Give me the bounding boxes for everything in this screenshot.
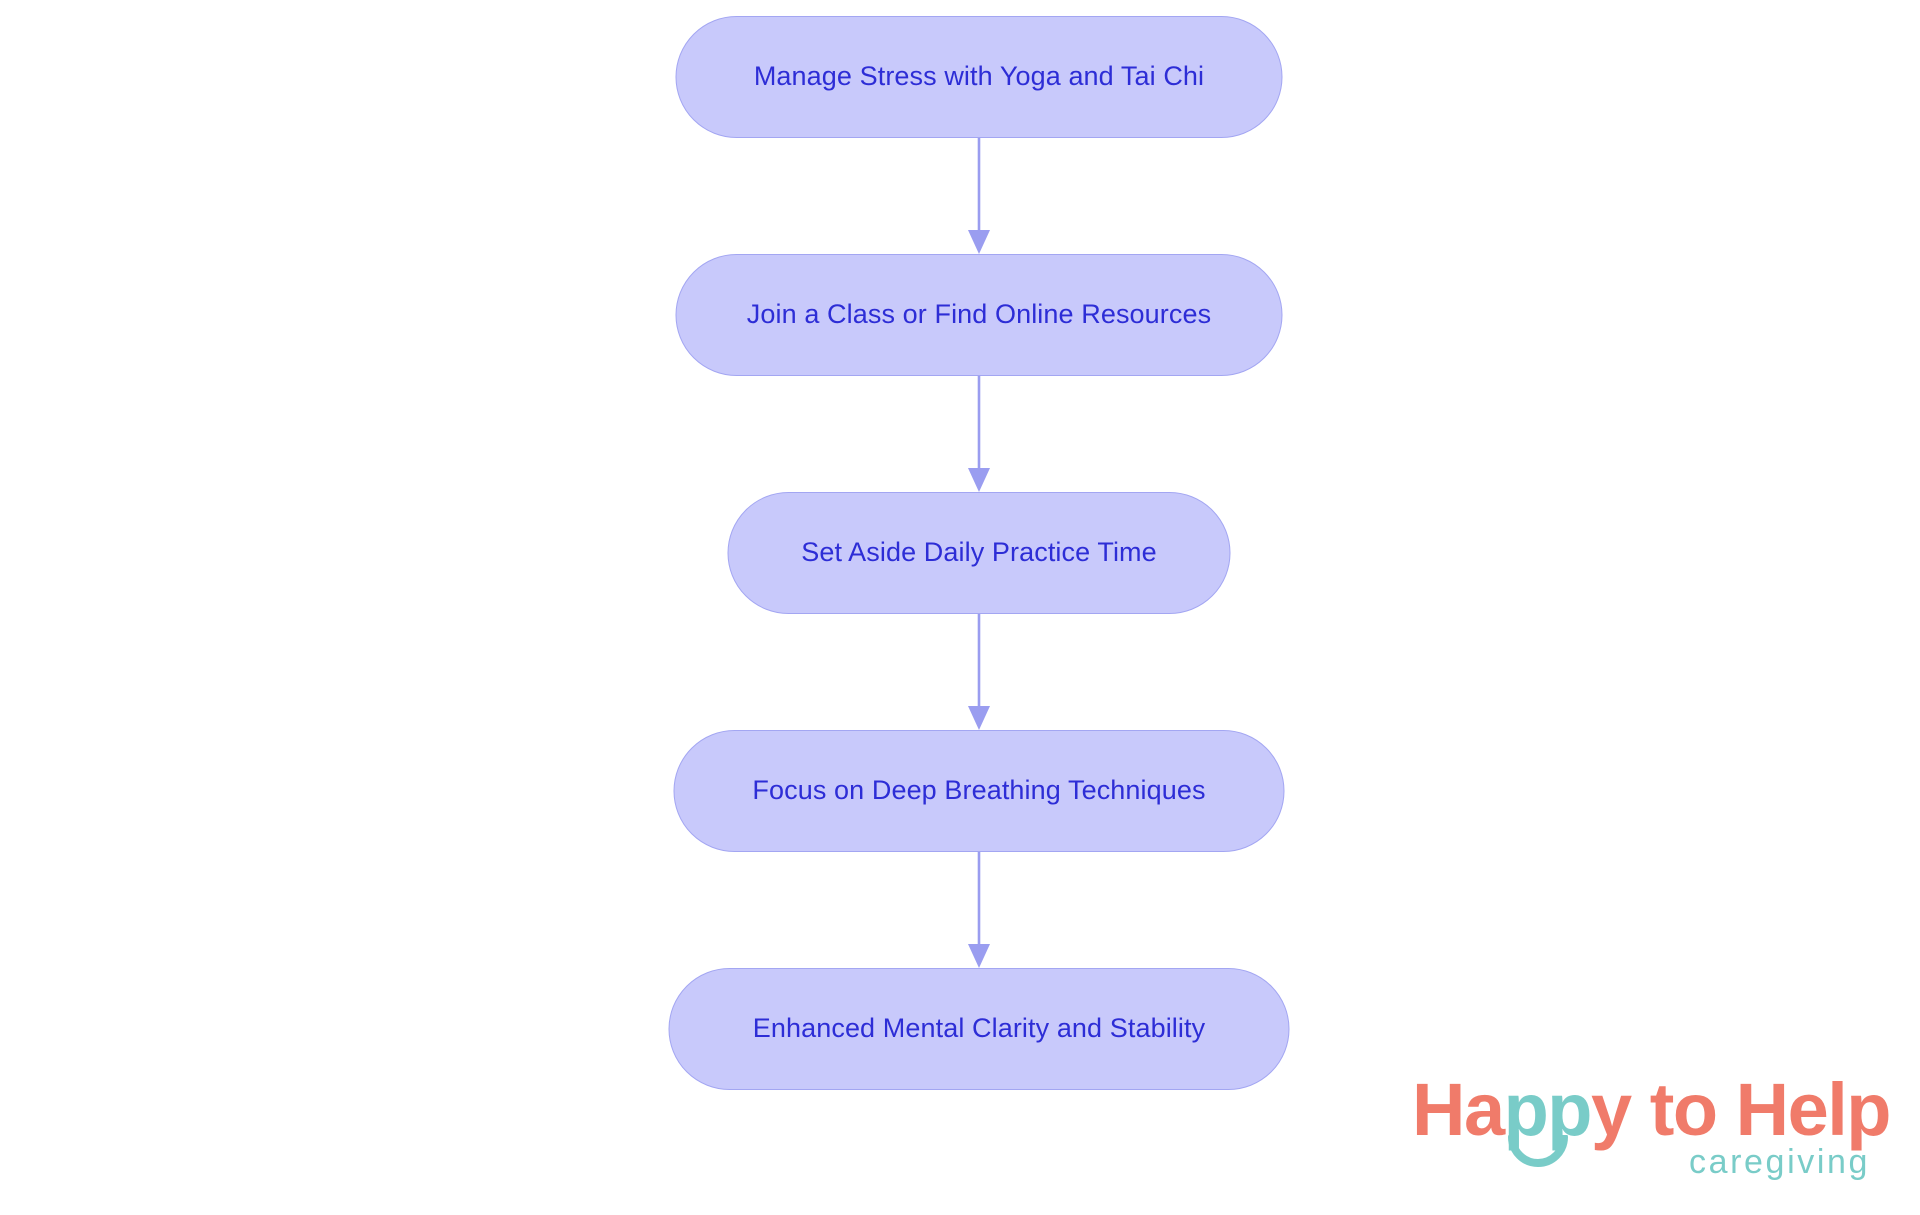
flowchart-diagram: Manage Stress with Yoga and Tai Chi Join… [668, 16, 1290, 1090]
flow-node-1[interactable]: Manage Stress with Yoga and Tai Chi [675, 16, 1283, 138]
logo-word-part-2: pp [1503, 1068, 1593, 1151]
logo-word-part-1: Ha [1412, 1068, 1505, 1151]
flow-edge-3-4 [959, 614, 999, 732]
flow-node-2[interactable]: Join a Class or Find Online Resources [675, 254, 1283, 376]
flow-node-5-label: Enhanced Mental Clarity and Stability [752, 1013, 1206, 1044]
brand-logo: Happy to Help caregiving [1412, 1073, 1891, 1193]
flow-edge-2-3 [959, 376, 999, 494]
flow-node-1-label: Manage Stress with Yoga and Tai Chi [753, 61, 1205, 92]
flow-node-2-label: Join a Class or Find Online Resources [746, 299, 1212, 330]
smile-icon [1507, 1133, 1569, 1169]
flow-node-4[interactable]: Focus on Deep Breathing Techniques [673, 730, 1285, 852]
flow-edge-4-5 [959, 852, 999, 970]
flow-node-3-label: Set Aside Daily Practice Time [801, 537, 1157, 568]
flow-node-4-label: Focus on Deep Breathing Techniques [752, 775, 1206, 806]
flow-edge-1-2 [959, 138, 999, 256]
logo-wordmark: Happy to Help [1412, 1073, 1891, 1147]
flow-node-3[interactable]: Set Aside Daily Practice Time [727, 492, 1231, 614]
logo-word-part-3: y to Help [1591, 1068, 1891, 1151]
logo-tagline: caregiving [1689, 1143, 1870, 1181]
flow-node-5[interactable]: Enhanced Mental Clarity and Stability [668, 968, 1290, 1090]
